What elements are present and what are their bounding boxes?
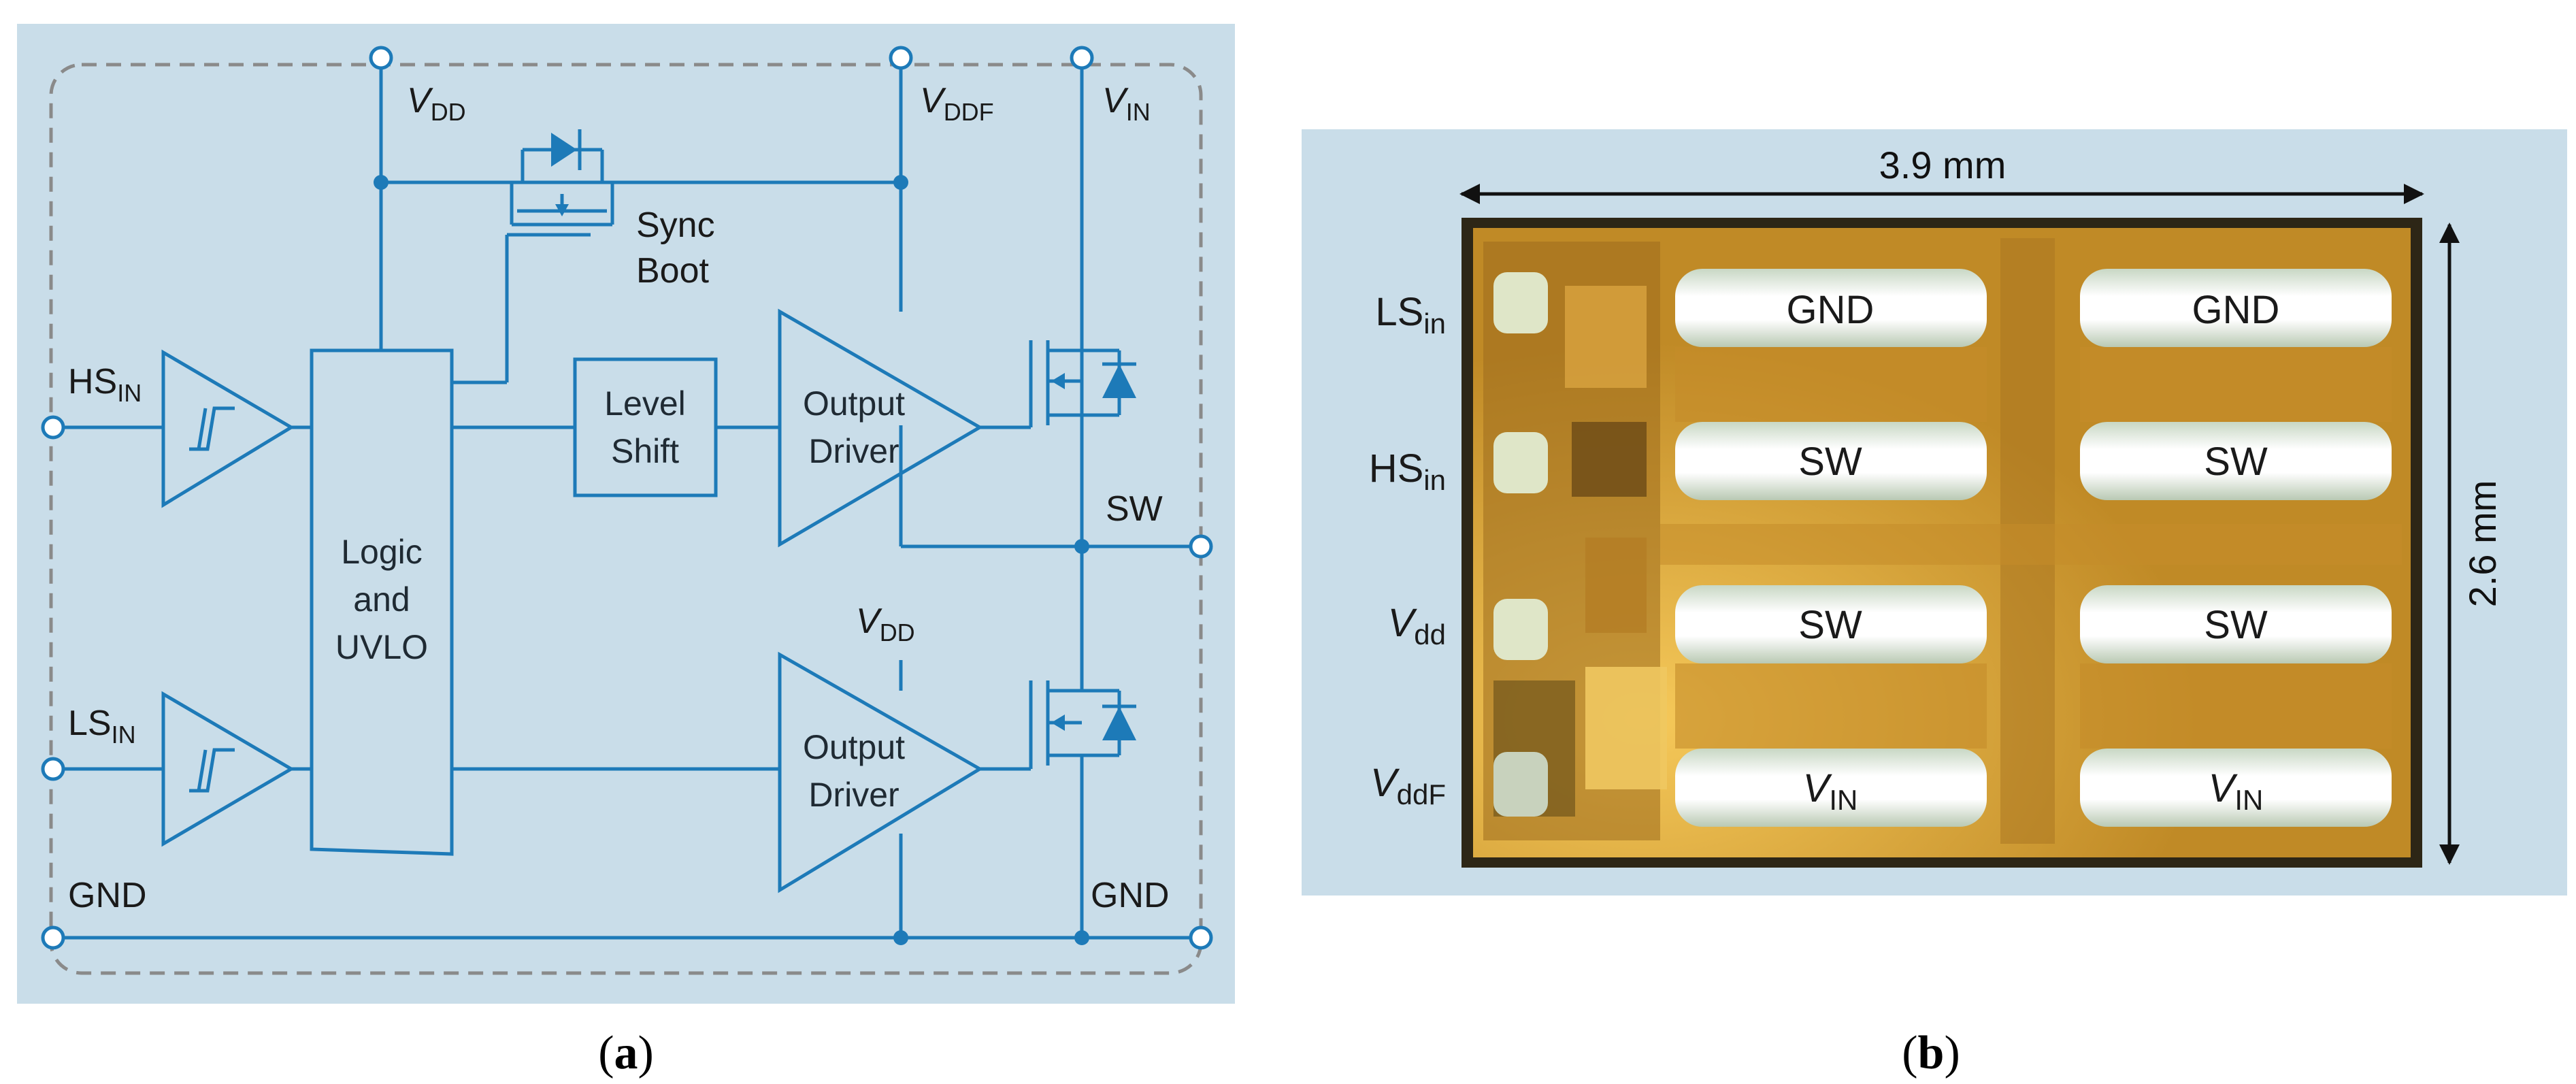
- power-pads: [1660, 238, 2402, 844]
- hs-in-label: HSIN: [68, 362, 142, 407]
- width-label: 3.9 mm: [1879, 144, 2007, 186]
- gnd-pin-right: [1189, 925, 1213, 950]
- pad-sw-row3-left: SW: [1798, 603, 1862, 647]
- ls-in-comparator: [161, 691, 295, 847]
- vin-label: VIN: [1102, 81, 1151, 126]
- level-shift-block: Level Shift: [573, 357, 718, 497]
- sync-label: Sync: [636, 206, 715, 245]
- side-label-vddf: VddF: [1370, 761, 1446, 810]
- logic-label: Logic: [341, 533, 423, 571]
- side-label-hs-in: HSin: [1369, 446, 1446, 496]
- schematic-background: [17, 24, 1235, 1004]
- vin-pin: [1070, 46, 1094, 70]
- pad-vin-right: VIN: [2209, 766, 2264, 816]
- hysteresis-icon: [189, 406, 235, 451]
- uvlo-label: UVLO: [335, 628, 428, 666]
- output-label: Output: [803, 384, 905, 423]
- hs-in-bond-pad: [1493, 432, 1548, 493]
- gnd-label-left: GND: [68, 876, 147, 915]
- hs-in-comparator: [161, 349, 295, 508]
- low-side-fet: [1029, 546, 1136, 938]
- shift-label: Shift: [611, 432, 679, 470]
- vdd-pin: [369, 46, 393, 70]
- level-label: Level: [604, 384, 686, 423]
- sw-label: SW: [1106, 489, 1163, 529]
- body-diode-icon: [1102, 364, 1136, 398]
- body-diode-icon: [1102, 706, 1136, 740]
- vddf-label: VDDF: [920, 81, 994, 126]
- pad-vin-left: VIN: [1803, 766, 1858, 816]
- side-label-vdd: Vdd: [1388, 601, 1446, 651]
- sync-boot-switch: [510, 129, 614, 227]
- gnd-pin-left: [41, 925, 65, 950]
- control-circuitry: [1483, 242, 1667, 840]
- ls-in-pin: [41, 757, 65, 781]
- pad-sw-row2-left: SW: [1798, 440, 1862, 484]
- driver-label: Driver: [808, 432, 899, 470]
- ls-in-label: LSIN: [68, 704, 136, 749]
- output-label: Output: [803, 728, 905, 766]
- driver-label: Driver: [808, 776, 899, 814]
- and-label: and: [353, 580, 410, 619]
- pad-sw-row3-right: SW: [2204, 603, 2268, 647]
- boot-label: Boot: [636, 251, 710, 291]
- driver-vdd-label: VDD: [856, 602, 915, 646]
- control-pads: [1493, 272, 1548, 817]
- caption-b: (b): [1902, 1027, 1960, 1079]
- height-label: 2.6 mm: [2461, 480, 2504, 608]
- gnd-label-right: GND: [1091, 876, 1170, 915]
- pad-sw-row2-right: SW: [2204, 440, 2268, 484]
- pad-gnd-right: GND: [2192, 288, 2280, 332]
- package-boundary: [49, 63, 1203, 975]
- caption-a: (a): [598, 1027, 654, 1079]
- schematic-panel: Logic and UVLO Level Shift Output Driver…: [17, 24, 1235, 1079]
- logic-uvlo-block: Logic and UVLO: [310, 348, 454, 856]
- vddf-bond-pad: [1493, 752, 1548, 817]
- die-panel: 3.9 mm 2.6 mm: [1302, 129, 2567, 1079]
- vdd-bond-pad: [1493, 599, 1548, 660]
- ls-in-bond-pad: [1493, 272, 1548, 333]
- sw-pin: [1189, 534, 1213, 559]
- hs-in-pin: [41, 415, 65, 440]
- vddf-pin: [889, 46, 913, 70]
- side-label-ls-in: LSin: [1375, 290, 1446, 340]
- output-driver-bottom: Output Driver: [778, 651, 983, 893]
- boot-diode-icon: [551, 133, 577, 167]
- vdd-label: VDD: [407, 81, 466, 126]
- hysteresis-icon: [189, 748, 235, 793]
- output-driver-top: Output Driver: [778, 308, 983, 548]
- pad-gnd-left: GND: [1787, 288, 1875, 332]
